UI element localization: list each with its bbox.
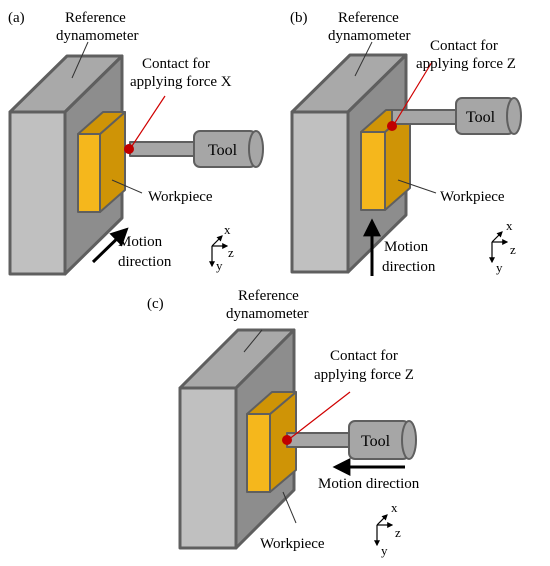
dynamometer-front [8, 110, 67, 276]
workpiece-label: Workpiece [440, 189, 505, 205]
dynamometer-label-line1: Reference [238, 288, 299, 304]
dynamometer-front [290, 110, 350, 274]
motion-label-line2: direction [118, 254, 172, 270]
tool-label: Tool [466, 109, 496, 126]
axis-z-label: z [228, 245, 234, 260]
workpiece-pointer-line [397, 179, 437, 194]
tool: Tool [129, 130, 264, 168]
contact-point [124, 144, 134, 154]
tool-shank [129, 141, 197, 157]
axis-x-label: x [391, 500, 398, 515]
motion-arrow [91, 227, 129, 264]
workpiece-pointer-line [282, 491, 297, 524]
motion-label-line1: Motion [384, 239, 429, 255]
motion-label-line2: direction [382, 259, 436, 275]
workpiece-front [360, 131, 386, 211]
motion-label-line1: Motion [118, 234, 163, 250]
workpiece-label: Workpiece [148, 189, 213, 205]
workpiece-label: Workpiece [260, 536, 325, 552]
dynamometer-label-line1: Reference [338, 10, 399, 26]
contact-leader-line [392, 61, 433, 127]
panel-tag: (c) [147, 296, 164, 312]
contact-label-line2: applying force X [130, 74, 232, 90]
tool: Tool [391, 97, 522, 135]
workpiece [246, 391, 297, 493]
panel-a: (a) Tool Reference dynamometer Contact f… [8, 10, 264, 276]
dynamometer [178, 328, 296, 550]
contact-point [282, 435, 292, 445]
motion-label: Motion direction [318, 476, 420, 492]
dynamometer-label-line2: dynamometer [56, 28, 138, 44]
axis-z-label: z [510, 242, 516, 257]
dynamometer-label-line2: dynamometer [226, 306, 308, 322]
dynamometer-pointer-line [243, 329, 263, 353]
workpiece-front [77, 133, 101, 213]
panel-c: (c) Tool Reference dynamometer Contact f… [147, 288, 420, 558]
dynamometer-front [178, 386, 238, 550]
dynamometer-pointer-line [71, 41, 89, 79]
axis-y-label: y [381, 543, 388, 558]
axis-triad: x z y [489, 218, 516, 275]
workpiece [77, 111, 126, 213]
axis-z-label: z [395, 525, 401, 540]
axis-x-label: x [224, 222, 231, 237]
axis-x-label: x [506, 218, 513, 233]
tool-end [506, 97, 522, 135]
dynamometer-pointer-line [354, 41, 373, 77]
contact-label-line1: Contact for [330, 348, 398, 364]
axis-triad: x z y [374, 500, 401, 558]
tool-label: Tool [208, 142, 238, 159]
contact-leader-line [129, 95, 166, 150]
workpiece-front [246, 413, 271, 493]
tool-end [401, 420, 417, 460]
contact-point [387, 121, 397, 131]
panel-tag: (a) [8, 10, 25, 26]
contact-label-line1: Contact for [142, 56, 210, 72]
axis-y-label: y [496, 260, 503, 275]
workpiece-pointer-line [111, 179, 143, 194]
tool-shank [286, 432, 354, 448]
panel-tag: (b) [290, 10, 308, 26]
contact-label-line2: applying force Z [416, 56, 516, 72]
axis-triad: x z y [209, 222, 234, 273]
contact-leader-line [287, 391, 351, 441]
dynamometer-label-line1: Reference [65, 10, 126, 26]
contact-label-line1: Contact for [430, 38, 498, 54]
tool-label: Tool [361, 433, 391, 450]
tool-end [248, 130, 264, 168]
panel-b: (b) Tool Reference dynamometer Contact f… [290, 10, 522, 276]
axis-y-label: y [216, 258, 223, 273]
contact-label-line2: applying force Z [314, 367, 414, 383]
tool: Tool [286, 420, 417, 460]
dynamometer-label-line2: dynamometer [328, 28, 410, 44]
